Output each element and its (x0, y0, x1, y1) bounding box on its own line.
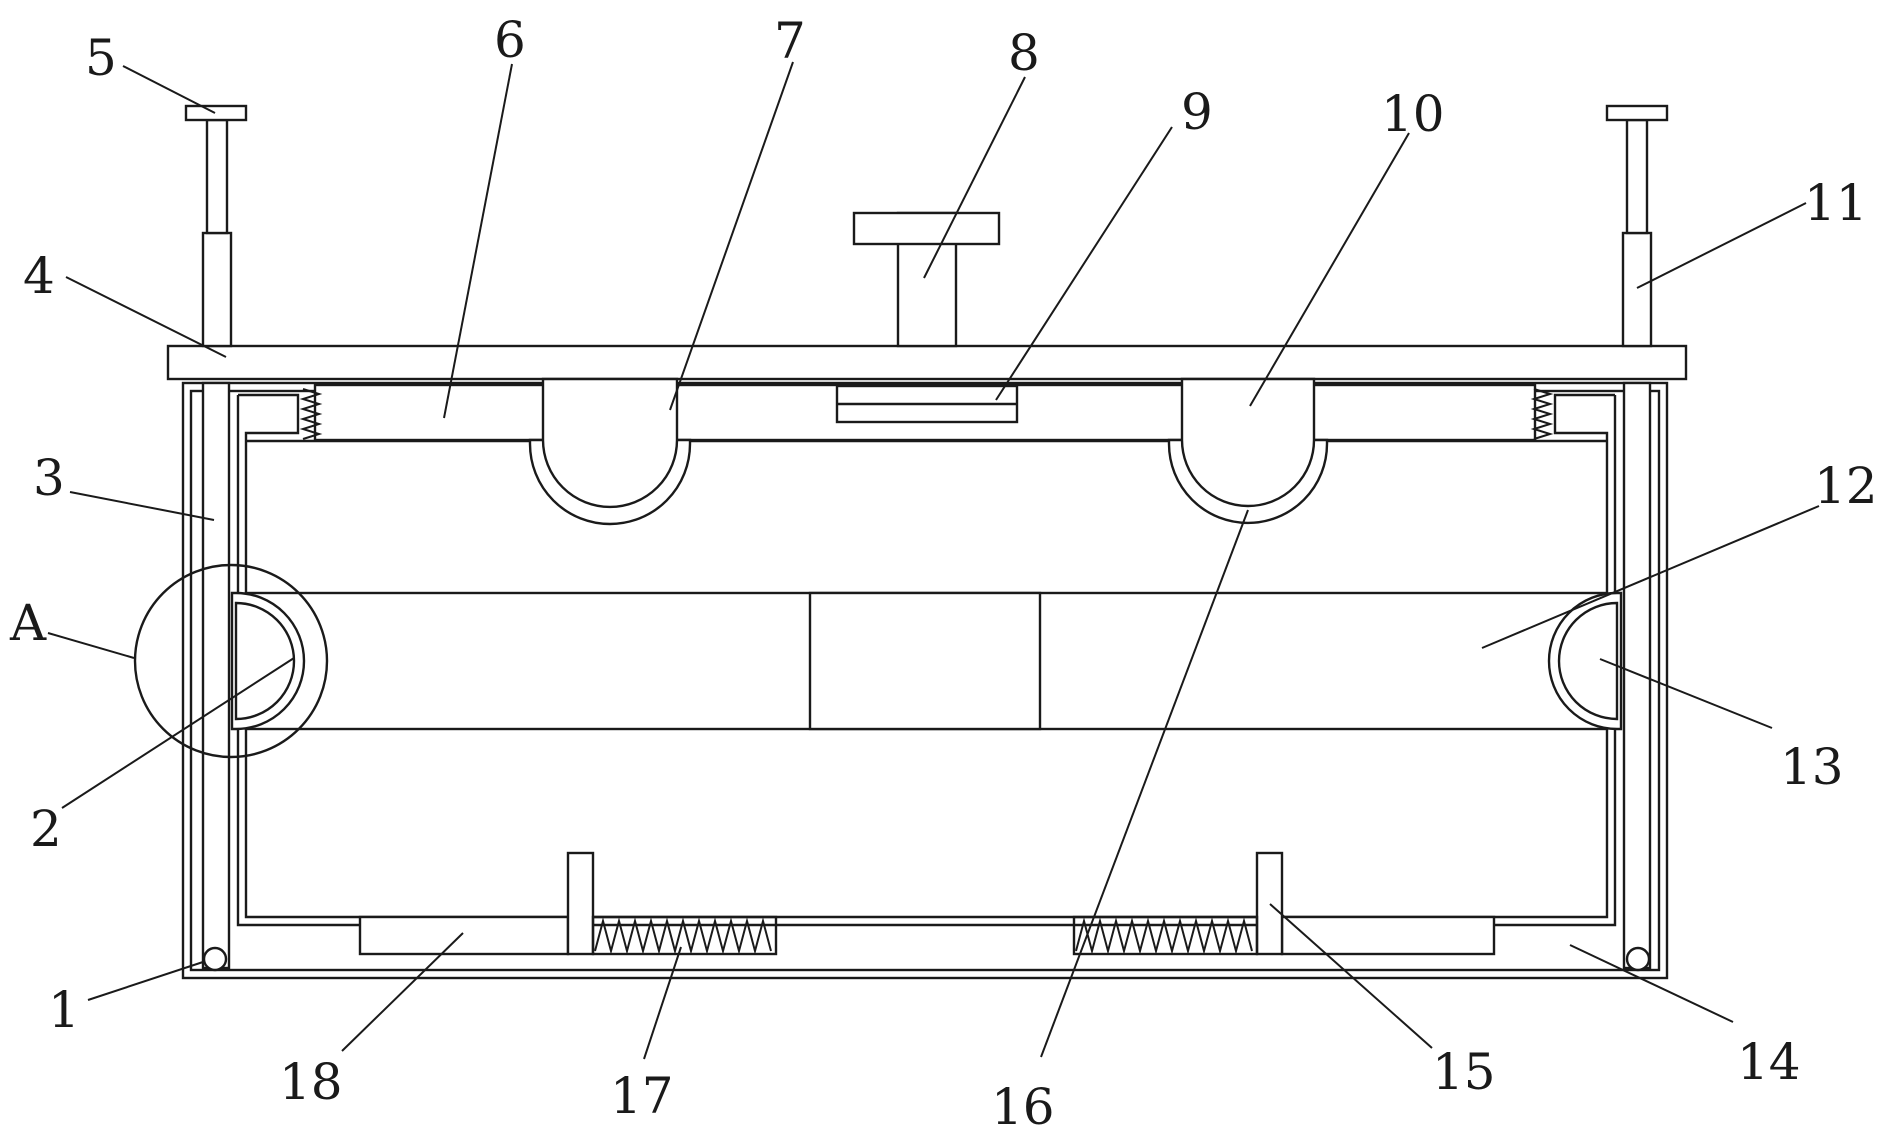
u-clamp-right (1167, 377, 1329, 525)
right-wheel (1625, 946, 1651, 972)
bottom-base-plate-right (1280, 915, 1496, 956)
callout-5: 5 (85, 29, 117, 87)
bottom-stopper-left (566, 851, 595, 956)
middle-bar (244, 591, 1609, 731)
top-left-spring (299, 388, 323, 440)
top-plate (166, 344, 1688, 381)
center-block (835, 384, 1019, 424)
left-wheel (202, 946, 228, 972)
callout-11: 11 (1804, 174, 1868, 232)
callout-4: 4 (23, 247, 55, 305)
bottom-stopper-right (1255, 851, 1284, 956)
callout-A: A (9, 594, 47, 652)
bottom-base-plate-left (358, 915, 570, 956)
callout-10: 10 (1381, 85, 1445, 143)
callout-14: 14 (1737, 1033, 1801, 1091)
right-vertical-rod (1622, 381, 1652, 970)
left-vertical-rod (201, 381, 231, 970)
callout-1: 1 (48, 981, 80, 1039)
bottom-spring-right (1072, 915, 1259, 956)
callout-8: 8 (1008, 24, 1040, 82)
detail-circle-a (133, 563, 329, 759)
callout-3: 3 (33, 449, 65, 507)
right-half-clamp (1547, 591, 1623, 731)
right-telescopic-post (1605, 104, 1669, 348)
callout-12: 12 (1814, 457, 1878, 515)
callout-18: 18 (279, 1053, 343, 1111)
top-right-spring (1530, 388, 1554, 440)
callout-17: 17 (610, 1067, 674, 1125)
callout-7: 7 (774, 12, 806, 70)
u-clamp-left (528, 377, 692, 526)
callout-2: 2 (30, 800, 62, 858)
callout-labels: 1 2 3 4 5 6 7 8 9 10 11 12 13 14 15 16 1… (9, 11, 1878, 1136)
callout-16: 16 (991, 1078, 1055, 1136)
callout-9: 9 (1181, 83, 1213, 141)
bottom-spring-left (591, 915, 778, 956)
left-telescopic-post (184, 104, 248, 348)
callout-13: 13 (1780, 738, 1844, 796)
t-handle (852, 211, 1001, 348)
leader-lines (47, 61, 1820, 1060)
callout-6: 6 (494, 11, 526, 69)
left-half-clamp (230, 591, 306, 731)
callout-15: 15 (1432, 1043, 1496, 1101)
